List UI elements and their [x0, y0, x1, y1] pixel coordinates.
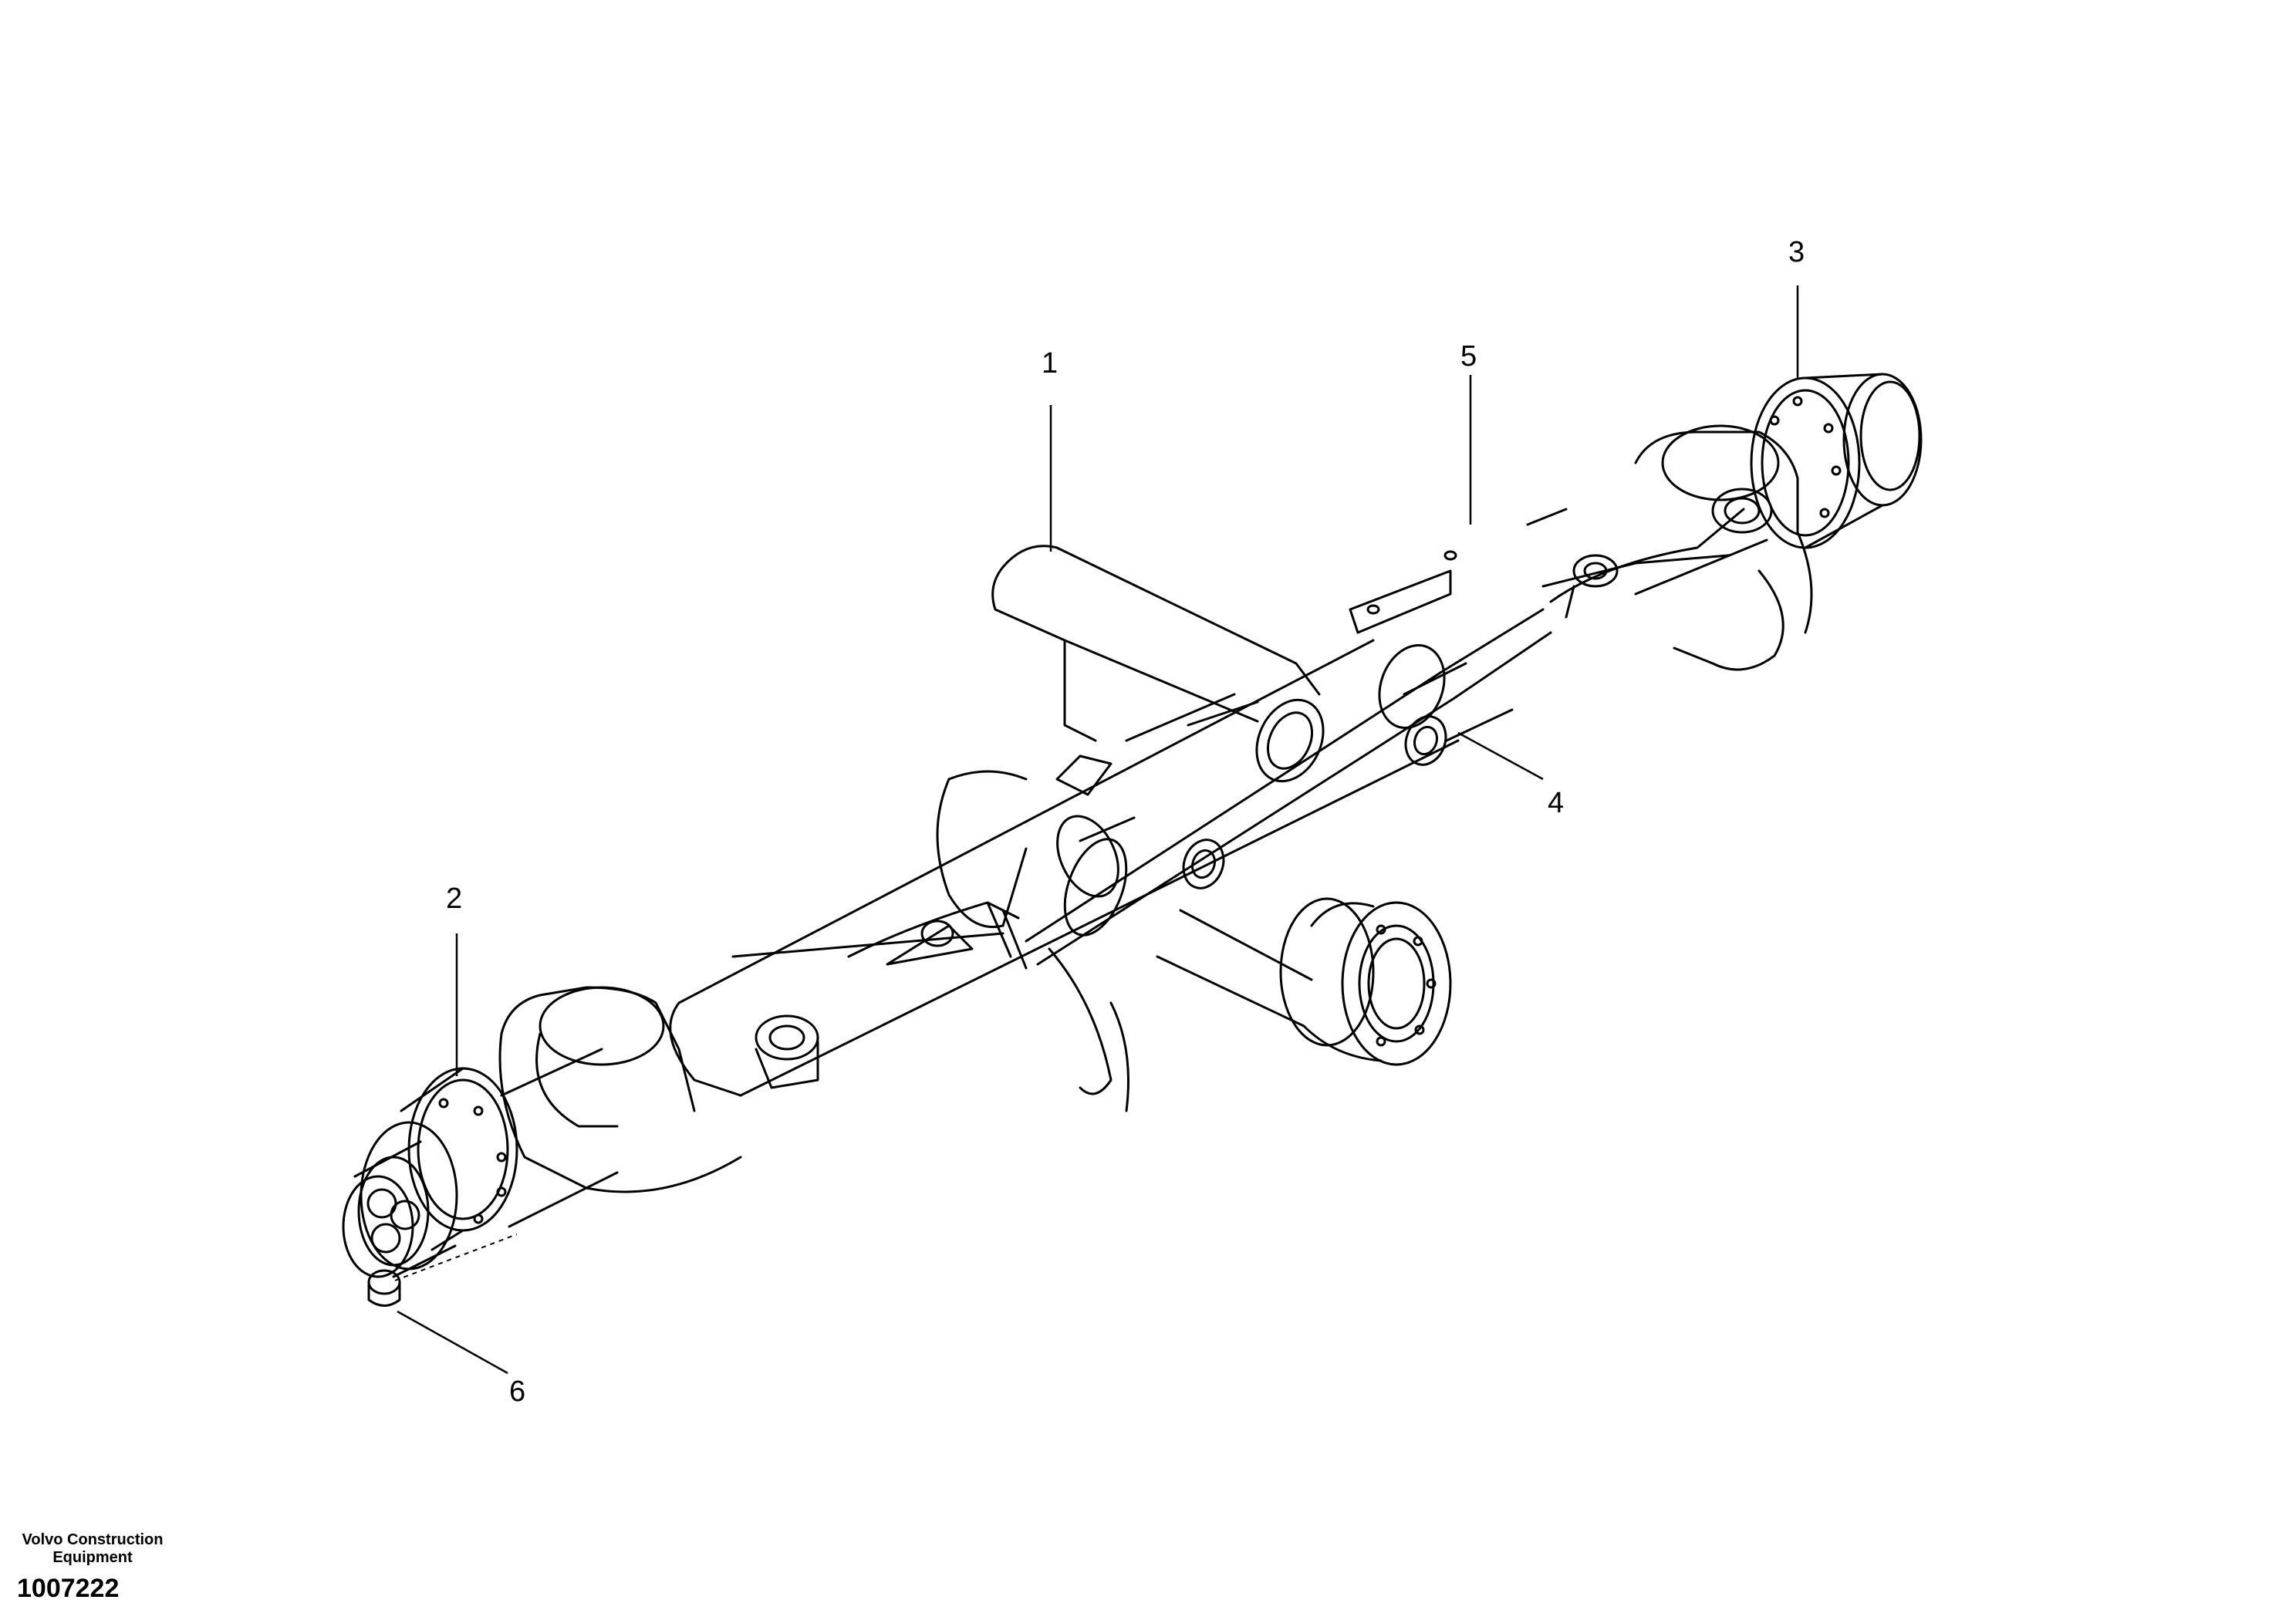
left-steering-cylinder	[731, 901, 1028, 970]
right-wheel-hub	[1750, 373, 1923, 549]
output-flange	[1156, 897, 1452, 1066]
callout-6: 6	[509, 1375, 526, 1408]
bushing	[1378, 644, 1514, 766]
plug-alignment-line	[394, 1234, 518, 1281]
right-steering-cylinder	[1549, 488, 1773, 619]
leader-line-4	[1457, 731, 1544, 781]
right-steering-knuckle	[1634, 424, 1813, 671]
leader-line-6	[397, 1310, 508, 1375]
steering-tie-rod	[1025, 554, 1730, 966]
left-steering-knuckle	[498, 986, 819, 1193]
oscillation-bracket	[991, 545, 1325, 796]
differential-housing	[936, 770, 1129, 1112]
org-name: Volvo Construction Equipment	[0, 1531, 193, 1567]
org-line-1: Volvo Construction	[22, 1531, 164, 1548]
callout-5: 5	[1460, 340, 1477, 373]
callout-4: 4	[1548, 787, 1565, 819]
lower-bushing	[1182, 839, 1225, 889]
callout-1: 1	[1042, 347, 1059, 380]
left-wheel-hub	[342, 1048, 619, 1278]
drain-plug	[367, 1269, 401, 1307]
axle-housing-tube	[669, 639, 1460, 1097]
mounting-bracket-plate	[1349, 508, 1568, 634]
org-line-2: Equipment	[52, 1549, 133, 1566]
callout-2: 2	[446, 883, 463, 915]
reference-number: 1007222	[17, 1574, 120, 1603]
callout-3: 3	[1788, 236, 1805, 268]
